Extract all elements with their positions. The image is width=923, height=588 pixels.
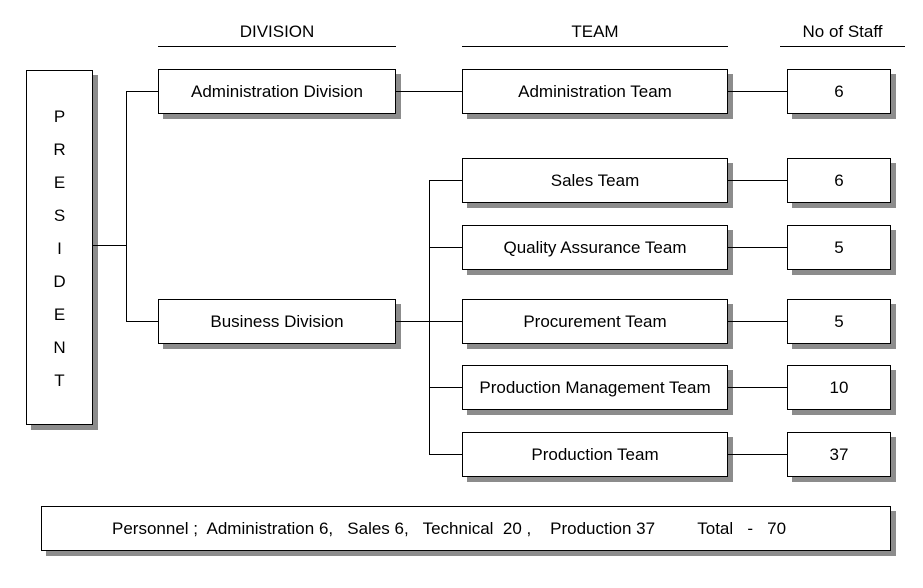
- connector-president: [93, 245, 126, 246]
- division-box-business: Business Division: [158, 299, 396, 344]
- connector-staff: [728, 454, 787, 455]
- connector-admin-team: [396, 91, 462, 92]
- president-letter: E: [53, 305, 66, 324]
- president-letter: E: [53, 173, 66, 192]
- team-box: Production Team: [462, 432, 728, 477]
- team-box: Production Management Team: [462, 365, 728, 410]
- team-header: TEAM: [571, 22, 619, 41]
- personnel-summary-text: Personnel ; Administration 6, Sales 6, T…: [112, 518, 787, 538]
- team-box: Administration Team: [462, 69, 728, 114]
- connector-team-spine: [429, 180, 430, 455]
- connector-business: [396, 321, 429, 322]
- president-letter: P: [53, 107, 66, 126]
- staff-count-box: 5: [787, 299, 891, 344]
- division-header: DIVISION: [239, 22, 315, 41]
- staff-count-box: 37: [787, 432, 891, 477]
- staff-count: 6: [834, 170, 844, 190]
- team-label: Sales Team: [550, 170, 640, 190]
- staff-count-box: 10: [787, 365, 891, 410]
- president-box: P R E S I D E N T: [26, 70, 93, 425]
- president-letter: I: [57, 239, 62, 258]
- personnel-summary-box: Personnel ; Administration 6, Sales 6, T…: [41, 506, 891, 551]
- connector-staff: [728, 180, 787, 181]
- staff-count: 37: [829, 444, 849, 464]
- connector-qa-team: [429, 247, 462, 248]
- connector-prod-mgmt-team: [429, 387, 462, 388]
- connector-staff: [728, 387, 787, 388]
- staff-count: 5: [834, 311, 844, 331]
- president-letter: S: [53, 206, 66, 225]
- president-letter: D: [53, 272, 66, 291]
- team-box: Quality Assurance Team: [462, 225, 728, 270]
- team-label: Procurement Team: [523, 311, 667, 331]
- division-label: Administration Division: [191, 81, 363, 101]
- team-label: Production Management Team: [479, 377, 711, 397]
- connector-procurement-team: [429, 321, 462, 322]
- president-letter: N: [53, 338, 66, 357]
- staff-count-box: 6: [787, 69, 891, 114]
- connector-staff: [728, 321, 787, 322]
- team-label: Administration Team: [518, 81, 672, 101]
- team-label: Production Team: [531, 444, 659, 464]
- connector-staff: [728, 247, 787, 248]
- connector-production-team: [429, 454, 462, 455]
- staff-count-box: 5: [787, 225, 891, 270]
- staff-count: 5: [834, 237, 844, 257]
- team-box: Sales Team: [462, 158, 728, 203]
- staff-count: 10: [829, 377, 849, 397]
- team-box: Procurement Team: [462, 299, 728, 344]
- staff-count-box: 6: [787, 158, 891, 203]
- connector-business-division: [126, 321, 158, 322]
- president-letter: T: [54, 371, 65, 390]
- team-header-underline: [462, 46, 728, 47]
- connector-sales-team: [429, 180, 462, 181]
- division-box-administration: Administration Division: [158, 69, 396, 114]
- president-letter: R: [53, 140, 66, 159]
- staff-header-underline: [780, 46, 905, 47]
- connector-admin-division: [126, 91, 158, 92]
- connector-division-spine: [126, 91, 127, 321]
- division-header-underline: [158, 46, 396, 47]
- staff-count: 6: [834, 81, 844, 101]
- staff-header: No of Staff: [802, 22, 883, 41]
- connector-staff: [728, 91, 787, 92]
- division-label: Business Division: [210, 311, 344, 331]
- team-label: Quality Assurance Team: [503, 237, 687, 257]
